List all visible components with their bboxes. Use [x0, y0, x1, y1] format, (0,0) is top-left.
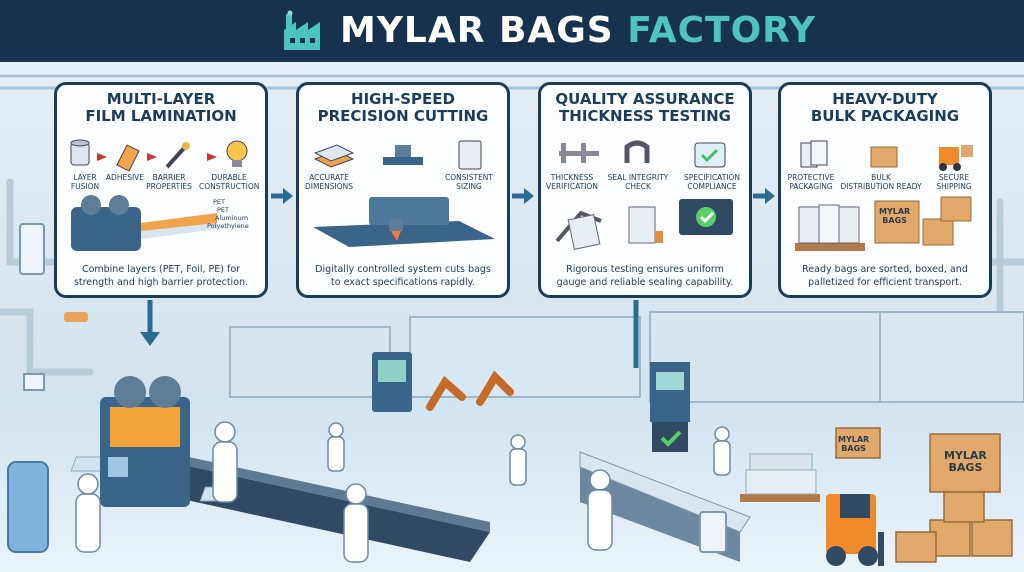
step-card-lamination: MULTI-LAYER FILM LAMINATION LAYER FUSION…	[54, 82, 268, 298]
header-bar: MYLAR BAGS FACTORY	[0, 0, 1024, 62]
desc-line-2: to exact specifications rapidly.	[331, 277, 475, 288]
arrow-right-icon	[512, 188, 534, 204]
floor-box-label-1: MYLAR BAGS	[838, 435, 869, 453]
desc-line-2: gauge and reliable sealing capability.	[556, 277, 734, 288]
step-card-description: Ready bags are sorted, boxed, and pallet…	[787, 263, 983, 289]
bags-icon	[800, 140, 828, 168]
icon-label-barrier: BARRIER PROPERTIES	[146, 173, 192, 191]
step-card-packaging: HEAVY-DUTY BULK PACKAGING PROTECTIVE PAC…	[778, 82, 992, 298]
icon-label-durable: DURABLE CONSTRUCTION	[199, 173, 260, 191]
step-card-description: Digitally controlled system cuts bags to…	[305, 263, 501, 289]
icon-label-bulk: BULK DISTRIBUTION READY	[840, 173, 922, 191]
floor-box-label-2-line1: MYLAR	[944, 449, 987, 462]
title-line-1: HIGH-SPEED	[351, 90, 455, 108]
layer-label-pet-1: PET	[213, 198, 225, 206]
title-line-1: QUALITY ASSURANCE	[555, 90, 735, 108]
arrow-right-icon	[271, 188, 293, 204]
box-print-label: MYLAR BAGS	[879, 207, 911, 225]
icon-label-consistent: CONSISTENT SIZING	[445, 173, 493, 191]
factory-icon	[284, 10, 320, 50]
packaging-illustration	[795, 196, 972, 251]
page-title: MYLAR BAGS FACTORY	[340, 6, 816, 56]
title-part-2: FACTORY	[627, 10, 817, 51]
desc-line-1: Combine layers (PET, Foil, PE) for	[81, 264, 241, 275]
floor-box-label-1-line2: BAGS	[841, 444, 866, 453]
cutting-machine-illustration	[313, 197, 495, 247]
glue-tape-icon	[116, 144, 140, 172]
conveyor-icon	[383, 145, 423, 165]
step-card-title: HEAVY-DUTY BULK PACKAGING	[781, 91, 989, 125]
lamination-icons-row	[70, 139, 248, 172]
title-part-1: MYLAR BAGS	[340, 10, 614, 51]
pouch-icon	[458, 140, 482, 170]
icon-label-seal: SEAL INTEGRITY CHECK	[607, 173, 669, 191]
clamp-icon	[624, 140, 650, 163]
floor-box-label-2-line2: BAGS	[948, 461, 983, 474]
step-card-title: HIGH-SPEED PRECISION CUTTING	[299, 91, 507, 125]
title-line-2: THICKNESS TESTING	[559, 107, 731, 125]
title-line-1: MULTI-LAYER	[106, 90, 216, 108]
layer-label-polyethylene: Polyethylene	[207, 222, 249, 230]
desc-line-2: palletized for efficient transport.	[808, 277, 962, 288]
title-line-1: HEAVY-DUTY	[832, 90, 938, 108]
testing-icons-row	[559, 140, 726, 168]
packaging-icons-row	[800, 140, 973, 171]
title-line-2: FILM LAMINATION	[85, 107, 237, 125]
box-icon	[870, 146, 898, 168]
floor-box-label-2: MYLAR BAGS	[944, 450, 987, 474]
lightbulb-icon	[226, 140, 248, 167]
testing-tools-illustration	[555, 199, 733, 250]
step-card-title: MULTI-LAYER FILM LAMINATION	[57, 91, 265, 125]
cutting-icons-row	[313, 140, 482, 170]
icon-label-specification: SPECIFICATION COMPLIANCE	[683, 173, 741, 191]
step-card-description: Rigorous testing ensures uniform gauge a…	[547, 263, 743, 289]
checkmark-doc-icon	[694, 142, 726, 168]
icon-label-accurate: ACCURATE DIMENSIONS	[304, 173, 354, 191]
forklift-icon	[939, 145, 973, 171]
caliper-icon	[559, 143, 599, 163]
laminator-machine-illustration	[71, 195, 217, 251]
arrow-right-icon	[753, 188, 775, 204]
title-line-2: PRECISION CUTTING	[317, 107, 489, 125]
floor-box-label-1-line1: MYLAR	[838, 435, 870, 444]
icon-label-layer-fusion: LAYER FUSION	[70, 173, 100, 191]
desc-line-1: Rigorous testing ensures uniform	[566, 264, 724, 275]
step-card-description: Combine layers (PET, Foil, PE) for stren…	[63, 263, 259, 289]
desc-line-1: Digitally controlled system cuts bags	[315, 264, 491, 275]
icon-label-protective: PROTECTIVE PACKAGING	[787, 173, 835, 191]
desc-line-1: Ready bags are sorted, boxed, and	[802, 264, 968, 275]
step-card-testing: QUALITY ASSURANCE THICKNESS TESTING THIC…	[538, 82, 752, 298]
stacked-sheets-icon	[313, 144, 355, 168]
desc-line-2: strength and high barrier protection.	[73, 277, 249, 288]
icon-label-thickness: THICKNESS VERIFICATION	[546, 173, 598, 191]
film-roll-icon	[70, 139, 90, 166]
title-line-2: BULK PACKAGING	[810, 107, 960, 125]
layer-label-pet-2: PET	[217, 206, 229, 214]
dropper-icon	[165, 142, 190, 169]
icon-label-secure: SECURE SHIPPING	[936, 173, 972, 191]
layer-label-aluminum: Aluminum	[215, 214, 249, 222]
icon-label-adhesive: ADHESIVE	[105, 173, 145, 182]
step-card-cutting: HIGH-SPEED PRECISION CUTTING ACCURATE DI…	[296, 82, 510, 298]
step-card-title: QUALITY ASSURANCE THICKNESS TESTING	[541, 91, 749, 125]
